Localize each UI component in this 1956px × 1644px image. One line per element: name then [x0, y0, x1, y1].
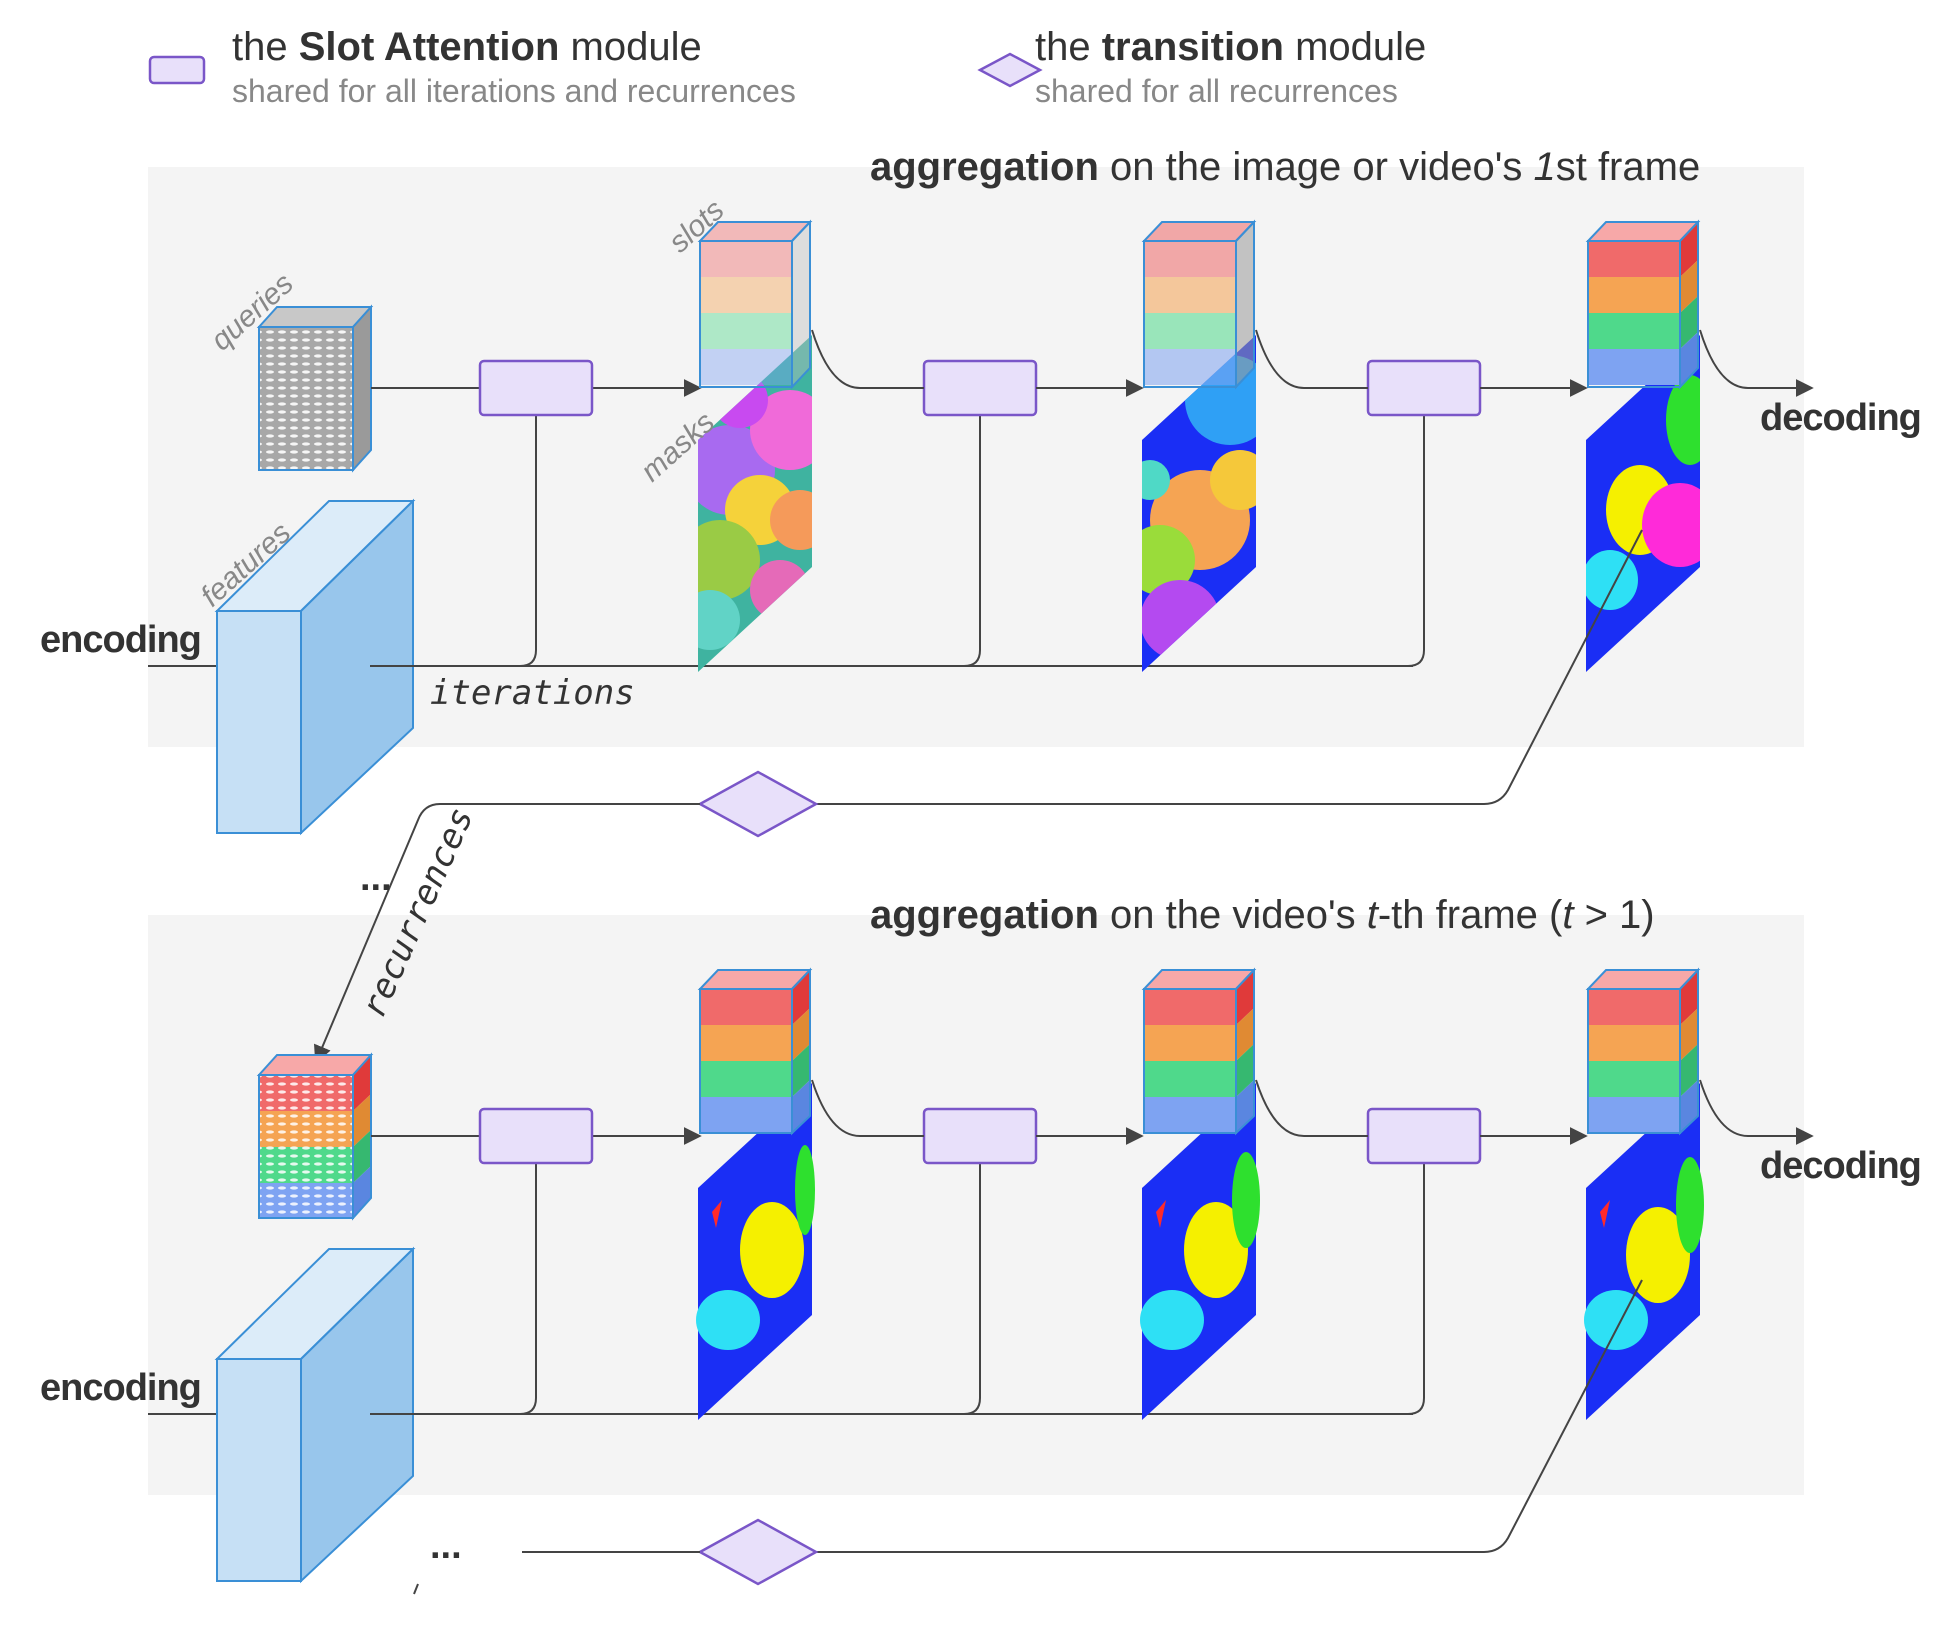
ellipsis-2: ... — [430, 1525, 462, 1567]
bottom-slots-1 — [697, 967, 813, 1136]
bottom-mask-3 — [1584, 1083, 1704, 1420]
top-mask-2 — [1142, 335, 1256, 672]
top-slot-attention-3 — [1366, 359, 1482, 417]
top-slot-attention-1 — [478, 359, 594, 417]
top-decoding-label: decoding — [1760, 397, 1921, 439]
legend-slot-attention-title: the Slot Attention module — [232, 25, 702, 69]
top-slots-2 — [1141, 219, 1257, 390]
bottom-encoding-label: encoding — [40, 1367, 201, 1409]
legend-transition-note: shared for all recurrences — [1035, 73, 1398, 109]
top-queries-block — [256, 304, 374, 473]
bottom-slots-2 — [1141, 967, 1257, 1136]
top-encoding-label: encoding — [40, 619, 201, 661]
bottom-panel-content: encoding — [40, 967, 1922, 1584]
top-panel — [148, 167, 1804, 747]
top-slots-3 — [1585, 219, 1701, 390]
bottom-panel — [148, 915, 1804, 1495]
bottom-panel-title: aggregation on the video's t-th frame (t… — [870, 893, 1655, 937]
top-features-block — [214, 498, 416, 836]
bottom-slot-attention-3 — [1366, 1107, 1482, 1165]
iterations-label: iterations — [430, 673, 635, 713]
top-panel-title: aggregation on the image or video's 1st … — [870, 145, 1700, 189]
bottom-slots-3 — [1585, 967, 1701, 1136]
bottom-recurrence-connector: ... — [413, 1279, 1643, 1595]
bottom-slot-attention-1 — [478, 1107, 594, 1165]
transition-module-1 — [697, 770, 819, 838]
top-slot-attention-2 — [922, 359, 1038, 417]
legend-slot-attention-note: shared for all iterations and recurrence… — [232, 73, 796, 109]
bottom-mask-2 — [1140, 1083, 1260, 1420]
bottom-mask-1 — [696, 1083, 815, 1420]
bottom-slot-attention-2 — [922, 1107, 1038, 1165]
legend-transition-swatch — [977, 52, 1043, 88]
bottom-features-block — [214, 1246, 416, 1584]
top-slots-1 — [697, 221, 813, 387]
bottom-queries-block — [256, 1052, 374, 1221]
transition-module-2 — [697, 1518, 819, 1586]
legend-transition-title: the transition module — [1035, 25, 1426, 69]
ellipsis-1: ... — [360, 857, 392, 899]
top-panel-content: encoding features queries iterations — [40, 193, 1922, 836]
bottom-decoding-label: decoding — [1760, 1145, 1921, 1187]
legend-slot-attention-swatch — [148, 55, 206, 85]
legend: the Slot Attention module shared for all… — [148, 25, 1426, 109]
